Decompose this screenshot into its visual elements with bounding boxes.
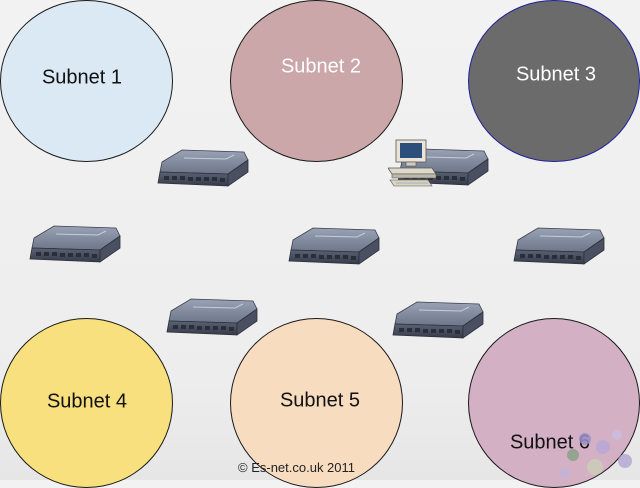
subnet-1-label: Subnet 1 <box>41 66 123 89</box>
subnet-3-label: Subnet 3 <box>515 63 597 86</box>
copyright-footer: © Es-net.co.uk 2011 <box>238 460 356 475</box>
network-switch-icon <box>154 146 250 188</box>
subnet-1-circle <box>0 0 173 162</box>
network-switch-icon <box>285 224 381 266</box>
subnet-2-circle <box>230 0 403 162</box>
decorative-bubbles-icon <box>560 430 632 478</box>
subnet-5-circle <box>230 318 403 488</box>
subnet-6-label: Subnet 6 <box>509 431 591 454</box>
subnet-5-label: Subnet 5 <box>279 389 361 412</box>
subnet-2-label: Subnet 2 <box>280 55 362 78</box>
subnet-4-label: Subnet 4 <box>46 390 128 413</box>
subnet-6-circle <box>468 318 640 488</box>
network-switch-icon <box>510 224 606 266</box>
network-switch-icon <box>163 295 259 337</box>
subnet-3-circle <box>468 0 640 162</box>
network-switch-icon <box>26 222 122 264</box>
computer-icon <box>388 138 458 188</box>
network-switch-icon <box>389 298 485 340</box>
